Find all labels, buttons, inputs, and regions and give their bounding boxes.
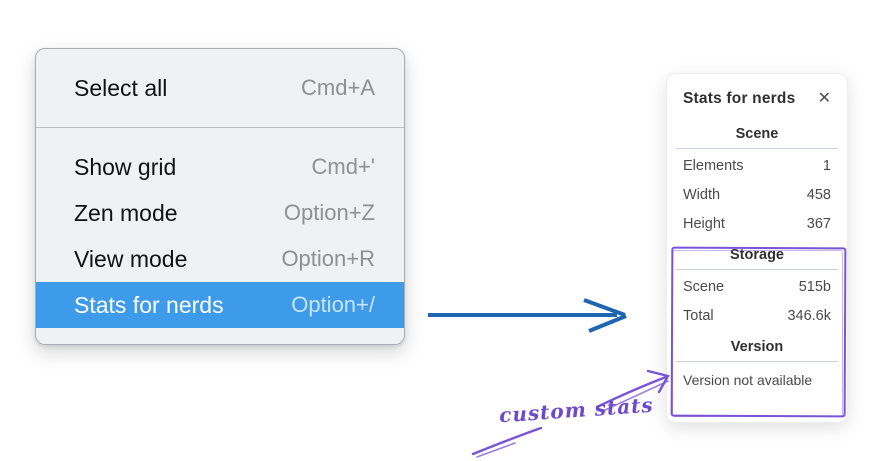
menu-item-shortcut: Cmd+A: [301, 75, 375, 100]
stat-row-elements: Elements 1: [683, 152, 831, 181]
stat-label: Total: [683, 308, 714, 324]
menu-item-label: View mode: [74, 245, 188, 272]
stat-row-storage-scene: Scene 515b: [683, 273, 831, 302]
stats-panel: Stats for nerds ✕ Scene Elements 1 Width…: [666, 73, 848, 423]
annotation-arrow-icon: [471, 369, 670, 458]
stat-label: Elements: [683, 158, 744, 174]
stats-panel-title: Stats for nerds: [683, 90, 796, 107]
menu-divider: [36, 127, 404, 128]
stat-label: Scene: [683, 279, 725, 295]
storage-section-header: Storage: [730, 247, 784, 263]
flow-arrow-path: [428, 298, 627, 333]
stat-row-height: Height 367: [683, 210, 831, 239]
menu-item-shortcut: Cmd+': [311, 154, 376, 179]
menu-item-stats-for-nerds[interactable]: Stats for nerds Option+/: [36, 282, 404, 328]
stat-value: 367: [806, 216, 831, 232]
menu-item-label: Select all: [74, 74, 168, 101]
menu-item-label: Stats for nerds: [74, 291, 224, 318]
stat-value: 346.6k: [787, 308, 831, 324]
menu-item-shortcut: Option+R: [281, 246, 375, 271]
menu-item-zen-mode[interactable]: Zen mode Option+Z: [36, 190, 404, 236]
flow-arrow-icon: [428, 298, 627, 333]
stats-panel-header: Stats for nerds ✕: [683, 88, 831, 110]
stat-label: Width: [683, 187, 721, 203]
menu-item-shortcut: Option+Z: [283, 200, 375, 225]
stat-row-width: Width 458: [683, 181, 831, 210]
section-divider: [676, 269, 838, 270]
section-divider: [676, 361, 838, 362]
menu-item-shortcut: Option+/: [291, 292, 375, 317]
stat-value: 1: [822, 158, 831, 174]
stat-value: 515b: [798, 279, 831, 295]
close-icon[interactable]: ✕: [817, 90, 831, 107]
annotation-arrow-path: [471, 369, 670, 458]
version-section-header: Version: [730, 339, 784, 355]
menu-item-label: Show grid: [74, 153, 177, 180]
version-note: Version not available: [683, 372, 813, 388]
stat-label: Height: [683, 216, 725, 232]
menu-item-show-grid[interactable]: Show grid Cmd+': [36, 144, 404, 190]
stat-row-storage-total: Total 346.6k: [683, 302, 831, 331]
menu-item-select-all[interactable]: Select all Cmd+A: [36, 49, 404, 127]
section-divider: [676, 148, 838, 149]
menu-item-label: Zen mode: [74, 199, 178, 226]
context-menu: Select all Cmd+A Show grid Cmd+' Zen mod…: [35, 48, 405, 345]
stat-value: 458: [806, 187, 831, 203]
scene-section-header: Scene: [735, 126, 779, 142]
menu-item-view-mode[interactable]: View mode Option+R: [36, 236, 404, 282]
